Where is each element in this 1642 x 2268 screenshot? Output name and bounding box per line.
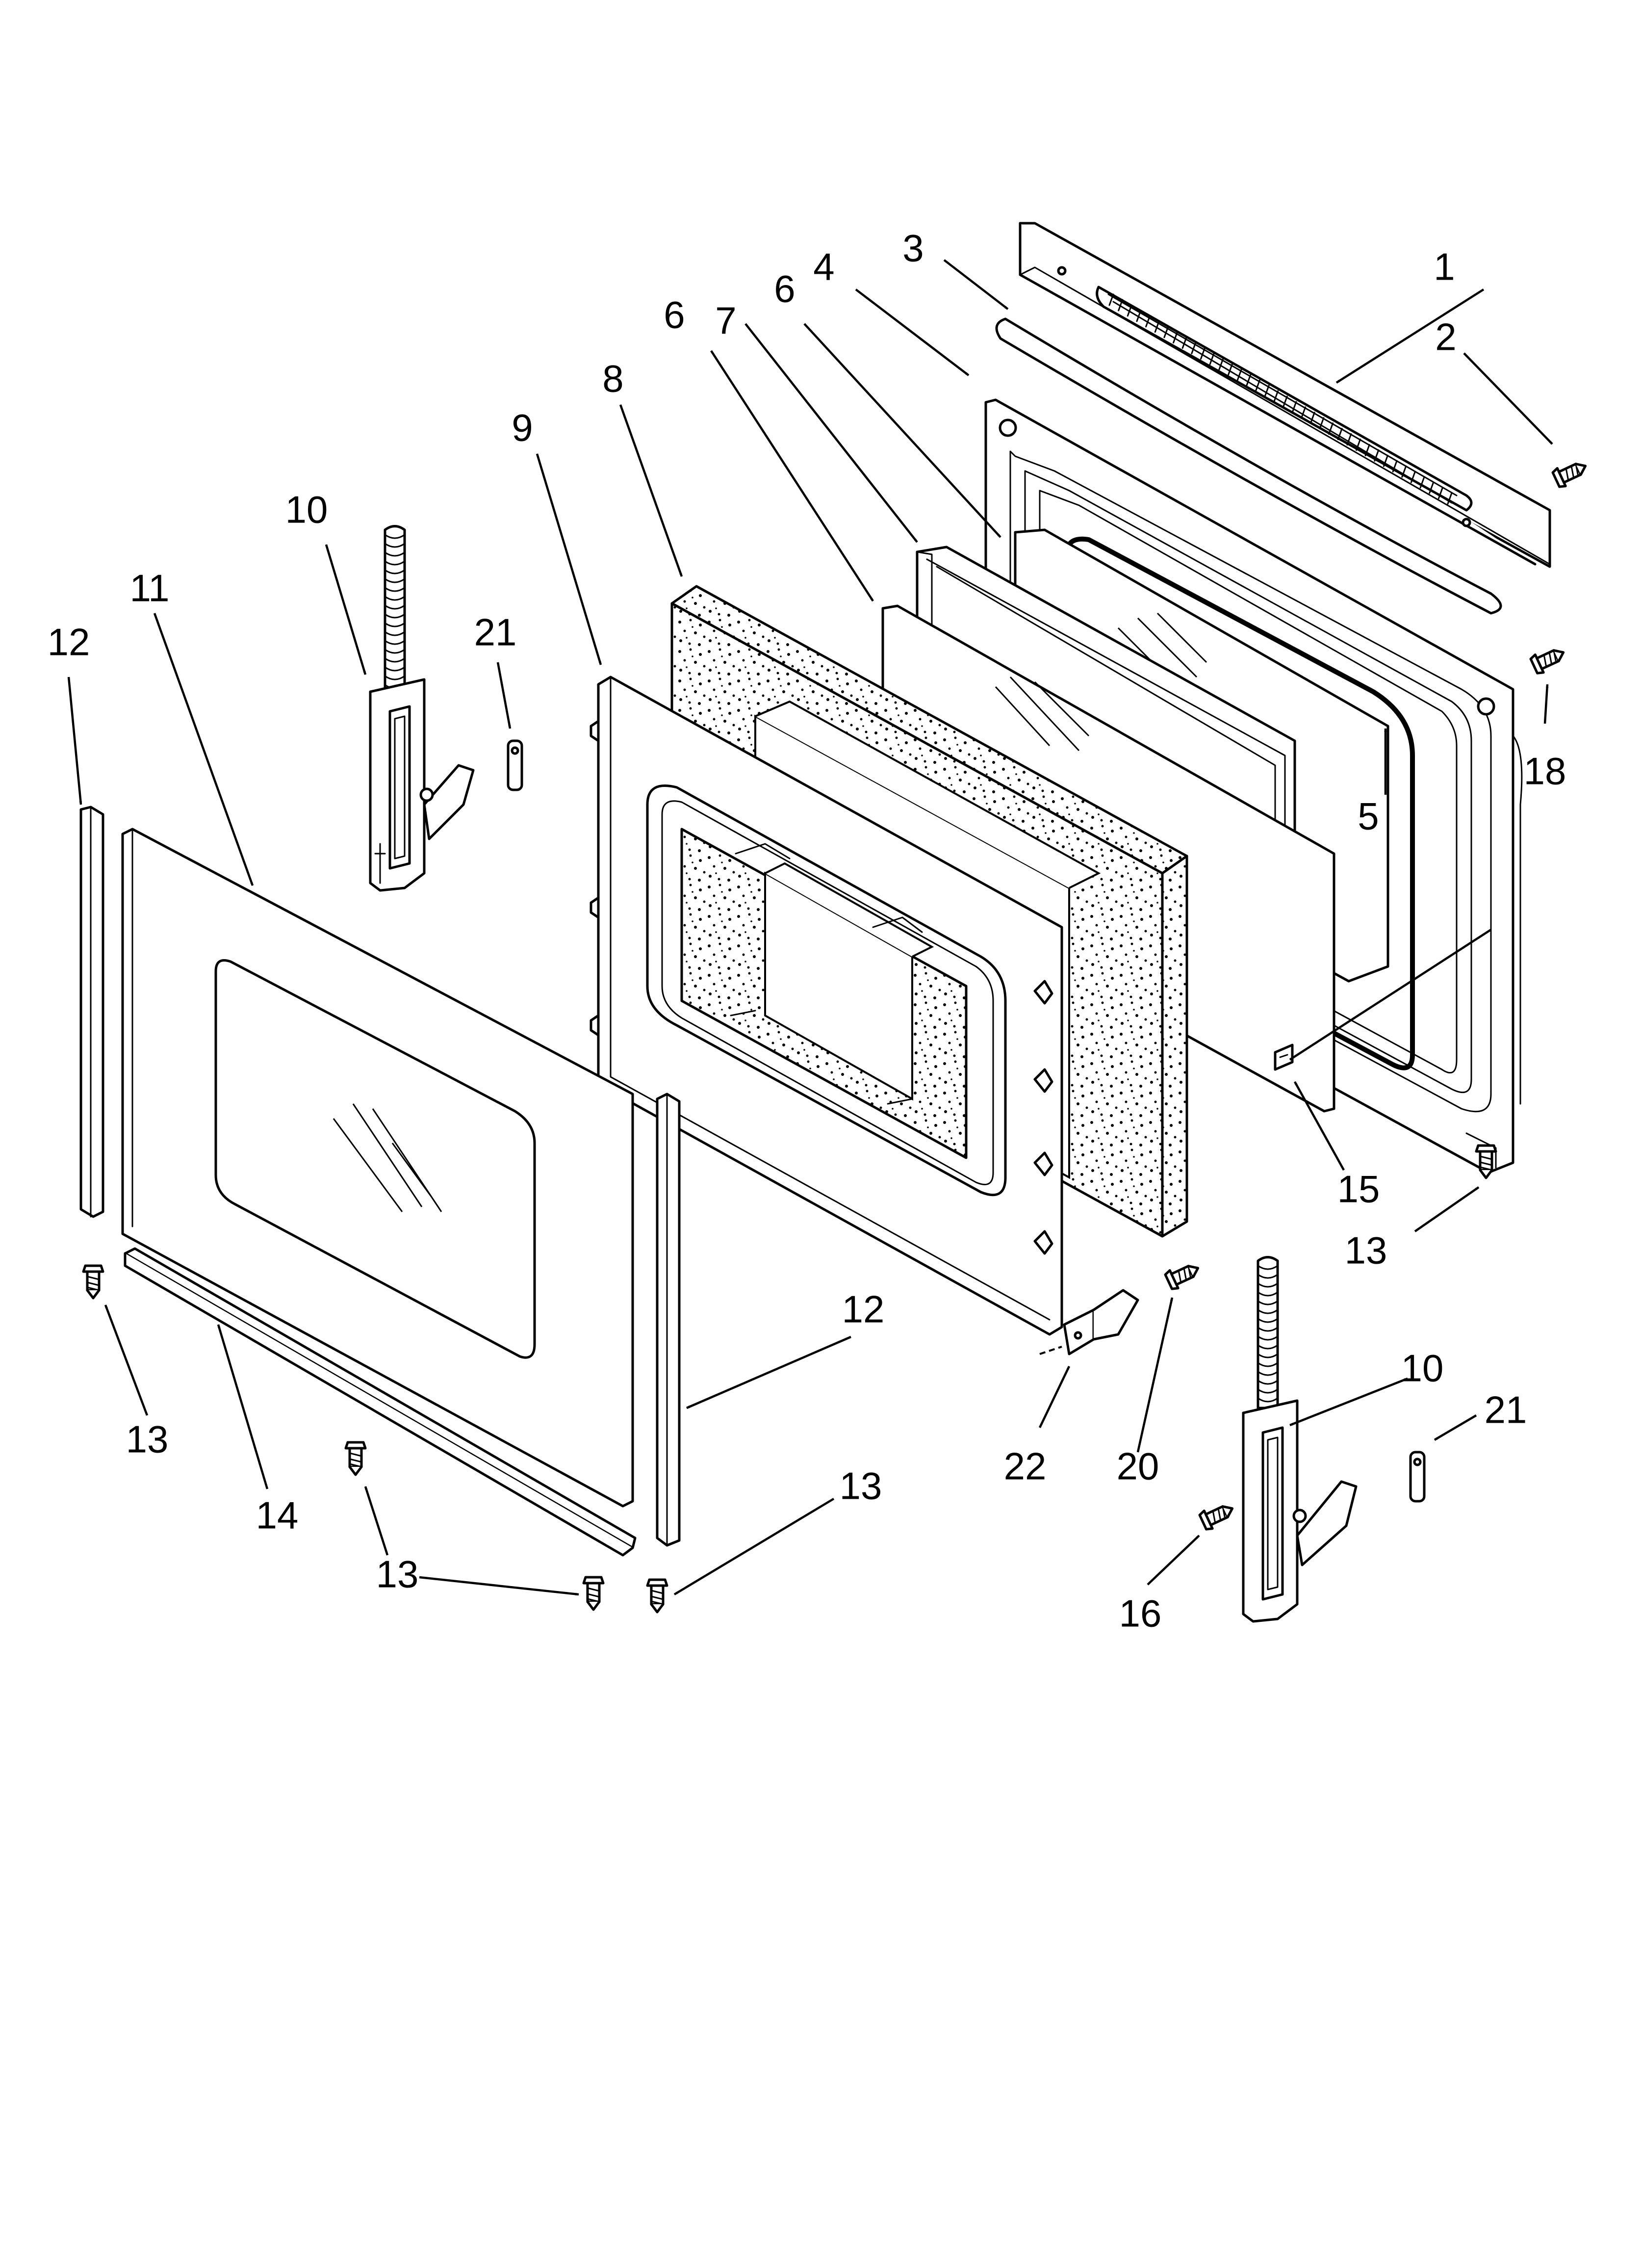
hinge-lock-pin-right	[1411, 1452, 1424, 1501]
screw-13-bottom-b	[647, 1580, 667, 1612]
hinge-left	[369, 525, 475, 892]
callout-12-left: 12	[48, 621, 90, 664]
callout-13-center: 13	[840, 1464, 882, 1508]
callout-1: 1	[1434, 245, 1455, 288]
hinge-lock-pin-left	[508, 741, 522, 790]
callout-20: 20	[1117, 1445, 1159, 1488]
callout-21-left: 21	[474, 611, 517, 654]
screw-16	[1199, 1500, 1236, 1531]
callout-5: 5	[1358, 795, 1379, 838]
vent-trim-bar	[1019, 222, 1551, 568]
callout-15: 15	[1337, 1168, 1380, 1211]
callout-4: 4	[813, 245, 834, 288]
callout-22: 22	[1004, 1445, 1047, 1488]
bottom-trim-strip	[124, 1247, 637, 1557]
callout-11: 11	[130, 567, 170, 610]
callout-13-bottom: 13	[376, 1553, 419, 1596]
callout-10-left: 10	[285, 488, 328, 531]
top-gasket	[995, 317, 1502, 615]
screw-18	[1530, 644, 1567, 675]
screw-13-bottom-mid	[346, 1442, 365, 1475]
door-liner	[590, 676, 1063, 1336]
callout-10-right: 10	[1401, 1347, 1444, 1390]
callout-7: 7	[715, 299, 736, 342]
callout-9: 9	[512, 406, 533, 449]
door-clip	[1274, 1043, 1294, 1071]
screw-20	[1164, 1259, 1202, 1291]
callout-13-right: 13	[1345, 1229, 1387, 1272]
callout-18: 18	[1524, 750, 1566, 793]
door-bracket	[1039, 1289, 1139, 1356]
screw-13-right	[1476, 1146, 1496, 1178]
screw-2	[1552, 457, 1590, 489]
callout-12-right: 12	[842, 1288, 885, 1331]
screw-13-left	[83, 1266, 103, 1298]
screw-13-bottom-a	[584, 1577, 603, 1610]
callout-8: 8	[602, 357, 623, 400]
callout-16: 16	[1119, 1592, 1162, 1635]
outer-door-panel	[121, 828, 634, 1508]
callout-3: 3	[902, 227, 924, 270]
side-trim-left	[79, 806, 104, 1218]
callout-21-right: 21	[1485, 1388, 1527, 1432]
callout-6-lower: 6	[664, 293, 685, 337]
callout-2: 2	[1435, 315, 1456, 359]
hinge-right	[1242, 1256, 1358, 1623]
callout-14: 14	[256, 1494, 299, 1537]
callout-13-left: 13	[126, 1418, 169, 1461]
side-trim-right	[656, 1093, 681, 1547]
callout-6-upper: 6	[774, 267, 795, 311]
